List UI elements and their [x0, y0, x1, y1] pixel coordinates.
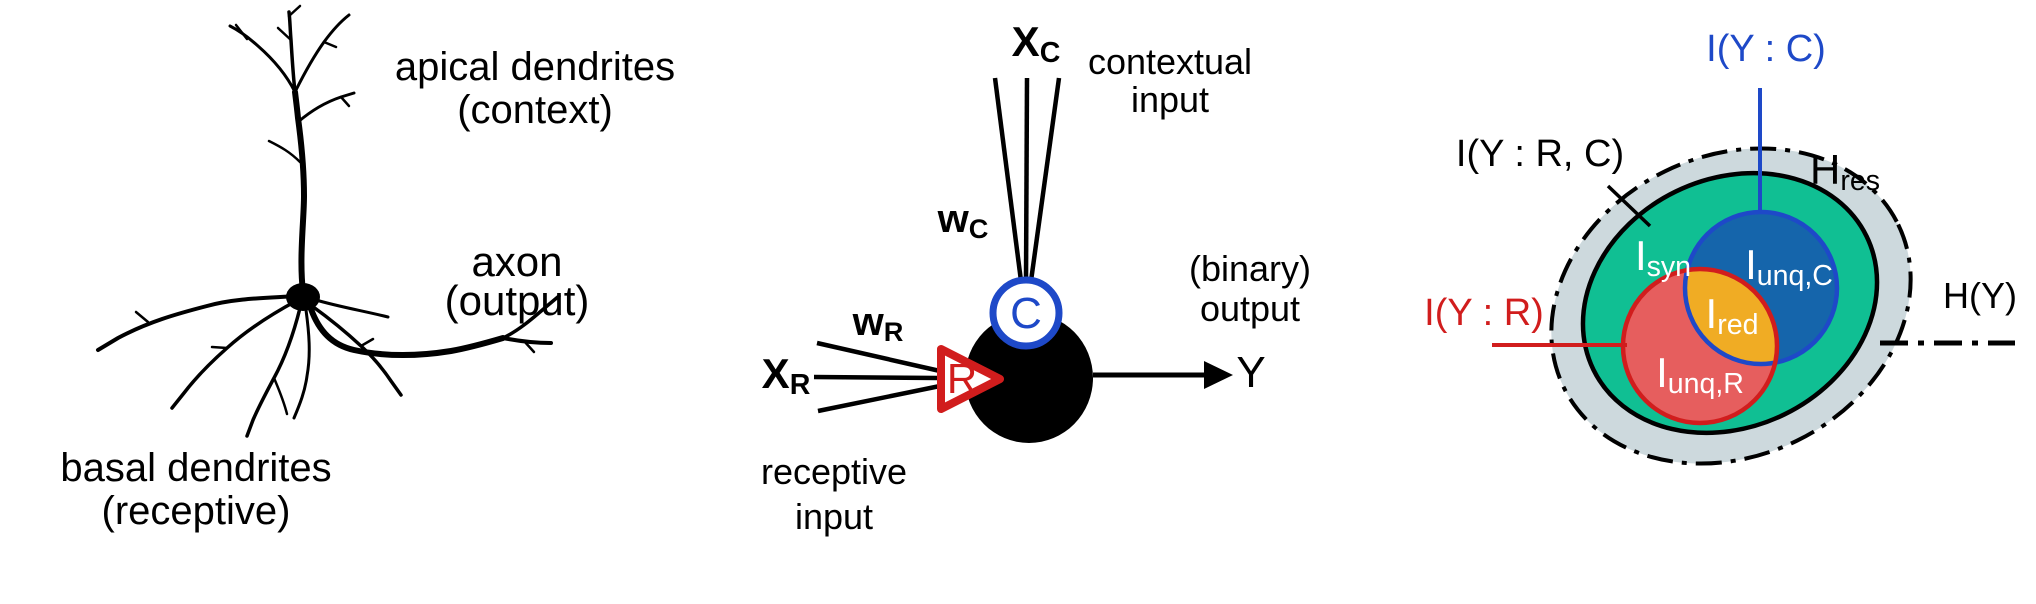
venn-diagram [1492, 88, 2015, 466]
entropy-label: H(Y) [1943, 275, 2017, 316]
joint-info-pointer-line [1606, 184, 1652, 228]
mutual-info-joint-label: I(Y : R, C) [1455, 133, 1625, 175]
unique-receptive-label: Iunq,R [1656, 349, 1744, 401]
basal-subbranch-down [272, 376, 289, 416]
mutual-info-context-label: I(Y : C) [1706, 28, 1826, 70]
axon-main [308, 306, 506, 358]
mutual-info-receptive-label: I(Y : R) [1424, 292, 1544, 334]
neuron-soma [286, 283, 320, 311]
model-schematic [813, 77, 1233, 443]
unique-receptive-main: I [1656, 348, 1668, 396]
tuft-branch-left [228, 24, 297, 94]
receptive-input-line2: input [794, 496, 874, 537]
apical-side-twig [339, 95, 351, 108]
x-receptive-label: XR [762, 350, 811, 402]
binary-output-line2: output [1199, 288, 1301, 329]
neuron-drawing [96, 4, 561, 438]
receptive-node-triangle [937, 345, 1004, 413]
contextual-input-line1: contextual [1087, 41, 1253, 82]
w-receptive-main: w [852, 300, 884, 345]
x-receptive-main: X [761, 349, 790, 397]
binary-output-label: (binary) output [1189, 249, 1311, 329]
apical-dendrites-label: apical dendrites (context) [395, 46, 675, 132]
axon-label-line2: (output) [444, 277, 590, 324]
basal-branch-right [314, 298, 390, 319]
w-receptive-sub: R [883, 315, 904, 347]
receptive-input-line-2 [813, 374, 939, 381]
redundancy-main: I [1705, 289, 1718, 337]
x-context-sub: C [1039, 37, 1061, 70]
tuft-twig-top [287, 4, 302, 18]
synergy-label: Isyn [1635, 232, 1691, 284]
redundancy-label: Ired [1706, 290, 1759, 342]
residual-entropy-sub: res [1840, 165, 1880, 198]
apical-trunk [292, 89, 308, 295]
tuft-twig-left [234, 23, 249, 41]
axon-terminal-twig [522, 339, 536, 354]
synergy-sub: syn [1646, 251, 1692, 284]
apical-dendrites-label-line1: apical dendrites [394, 45, 676, 89]
context-input-line-1 [992, 77, 1024, 282]
w-context-label: wC [938, 197, 989, 245]
unique-context-label: Iunq,C [1745, 241, 1833, 293]
basal-branch-down2 [292, 308, 311, 420]
receptive-input-line-1 [816, 340, 941, 374]
redundancy-sub: red [1717, 309, 1759, 342]
basal-twig-left-down [210, 345, 229, 350]
w-context-main: w [937, 197, 969, 242]
tuft-branch-right [294, 13, 351, 92]
contextual-input-line2: input [1130, 79, 1210, 120]
x-context-main: X [1011, 17, 1040, 65]
axon-label: axon (output) [444, 238, 590, 324]
contextual-input-label: contextual input [1088, 43, 1252, 119]
x-context-label: XC [1012, 18, 1061, 70]
residual-entropy-label: Hres [1810, 146, 1880, 198]
basal-dendrites-label: basal dendrites (receptive) [60, 447, 331, 533]
soma-circle [965, 313, 1093, 443]
apical-dendrites-label-line2: (context) [457, 88, 613, 132]
basal-branch-left [96, 294, 299, 352]
synergy-main: I [1634, 231, 1647, 279]
unique-context-sub: unq,C [1756, 260, 1833, 293]
unique-context-main: I [1745, 240, 1757, 288]
basal-twig-left [134, 310, 150, 324]
receptive-node-letter: R [946, 355, 978, 402]
basal-dendrites-label-line1: basal dendrites [60, 446, 332, 490]
axon-terminal-flat [501, 336, 553, 345]
context-node-circle [989, 276, 1063, 350]
context-input-line-2 [1023, 77, 1030, 282]
basal-twig-right [359, 337, 375, 348]
w-context-sub: C [968, 212, 989, 244]
residual-entropy-main: H [1810, 145, 1841, 193]
tuft-twig-right [322, 40, 338, 49]
x-receptive-sub: R [789, 369, 811, 402]
tuft-twig-top-left [276, 26, 293, 42]
apical-side-branch-right [296, 91, 356, 124]
receptive-input-line-3 [817, 383, 941, 414]
unique-receptive-sub: unq,R [1667, 368, 1744, 401]
axon-label-line1: axon [471, 238, 563, 285]
basal-dendrites-label-line2: (receptive) [101, 489, 291, 533]
receptive-input-line1: receptive [760, 451, 908, 492]
basal-branch-left-down [170, 299, 298, 410]
binary-output-line1: (binary) [1188, 248, 1312, 289]
receptive-input-label: receptive input [761, 449, 907, 539]
w-receptive-label: wR [853, 300, 904, 348]
apical-side-branch-left [267, 139, 302, 164]
context-node-letter: C [1010, 289, 1042, 338]
context-input-line-3 [1028, 77, 1062, 282]
output-arrow-head [1204, 361, 1233, 389]
axon-terminal-up [501, 294, 561, 340]
output-variable-label: Y [1236, 348, 1266, 397]
